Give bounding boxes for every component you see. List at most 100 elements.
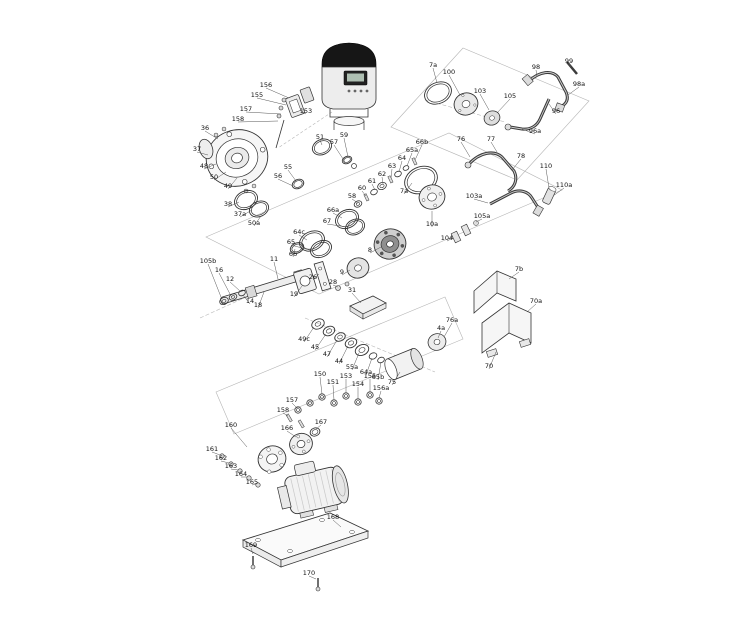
- leader-line: [196, 151, 209, 156]
- leader-line: [282, 412, 289, 417]
- leader-line: [521, 128, 536, 135]
- part-number-label: 160: [225, 421, 237, 429]
- part-number-label: 58: [348, 192, 356, 200]
- leader-line: [351, 198, 359, 204]
- part-number-label: 49: [224, 182, 232, 190]
- part-number-label: 165: [246, 478, 258, 486]
- part-number-label: 169: [245, 541, 257, 549]
- part-number-label: 4a: [437, 324, 445, 332]
- part-number-label: 167: [315, 418, 327, 426]
- leader-line: [371, 183, 376, 191]
- part-number-label: 57: [330, 138, 338, 146]
- seal-carrier-disc: [346, 257, 370, 279]
- o-ring: [311, 138, 333, 156]
- leader-line: [211, 451, 221, 456]
- ring: [322, 325, 336, 337]
- screw: [276, 113, 282, 119]
- part-number-label: 49c: [298, 335, 310, 343]
- part-number-label: 166: [281, 424, 293, 432]
- leader-line: [448, 74, 461, 96]
- screw: [281, 97, 287, 103]
- part-number-label: 156a: [373, 384, 389, 392]
- leader-line: [332, 212, 343, 219]
- leader-line: [265, 87, 290, 99]
- part-number-label: 50a: [248, 219, 260, 227]
- leader-line: [437, 330, 442, 339]
- flange-disc-small: [289, 432, 313, 456]
- part-number-label: 96: [552, 107, 560, 115]
- screw-row: [219, 453, 261, 488]
- part-number-label: 11: [270, 255, 278, 263]
- washer: [351, 163, 357, 169]
- pipe-fitting: [464, 161, 472, 169]
- fastener-row: [285, 391, 383, 429]
- leader-line: [314, 333, 327, 351]
- motor-flange: [277, 485, 292, 510]
- bracket-foot: [485, 348, 499, 358]
- part-number-label: 66: [289, 250, 297, 258]
- part-number-label: 157: [240, 105, 252, 113]
- part-number-label: 7b: [515, 265, 523, 273]
- part-number-label: 37: [193, 145, 201, 153]
- part-number-label: 164: [235, 470, 247, 478]
- leader-line: [227, 201, 240, 208]
- part-number-label: 157: [286, 396, 298, 404]
- part-number-label: 64a: [360, 368, 372, 376]
- pipe-fitting: [504, 123, 512, 131]
- leader-line: [545, 168, 550, 189]
- leader-line: [567, 86, 580, 96]
- part-number-label: 158: [277, 406, 289, 414]
- part-number-label: 99: [565, 57, 573, 65]
- part-number-label: 19: [290, 290, 298, 298]
- screw: [251, 183, 257, 189]
- part-number-label: 51: [316, 133, 324, 141]
- leader-line: [548, 103, 557, 115]
- pipe-top-right: [504, 61, 578, 131]
- leader-line: [332, 519, 342, 528]
- leader-line: [338, 345, 349, 365]
- motor: [277, 460, 349, 519]
- leader-line: [351, 292, 362, 304]
- leader-line: [377, 361, 382, 381]
- part-number-label: 63: [388, 162, 396, 170]
- leader-line: [293, 285, 303, 298]
- part-number-label: 14: [246, 297, 254, 305]
- leader-line: [508, 271, 520, 280]
- ring: [354, 343, 370, 357]
- leader-line: [245, 111, 282, 115]
- retaining-ring: [309, 427, 321, 437]
- o-ring: [291, 178, 305, 190]
- leader-line: [298, 234, 308, 241]
- part-number-label: 47: [323, 350, 331, 358]
- leader-line: [351, 352, 360, 371]
- button-dot: [347, 89, 351, 93]
- part-number-label: 76a: [446, 316, 458, 324]
- leader-line: [369, 246, 382, 254]
- part-number-label: 70a: [530, 297, 542, 305]
- part-number-label: 7a: [400, 187, 408, 195]
- washer: [377, 181, 387, 191]
- leader-line: [443, 322, 453, 338]
- button-dot: [359, 89, 363, 93]
- pipe-right: [464, 151, 544, 217]
- leader-line: [391, 371, 401, 386]
- bearing-disc: [453, 92, 479, 116]
- part-number-label: 98: [532, 63, 540, 71]
- part-number-label: 62: [378, 170, 386, 178]
- leader-line: [378, 390, 382, 399]
- part-number-label: 55a: [346, 363, 358, 371]
- button-dot: [353, 89, 357, 93]
- part-number-label: 55: [284, 163, 292, 171]
- motor-foot: [299, 509, 314, 519]
- leader-line: [213, 171, 227, 181]
- part-number-label: 9: [340, 268, 344, 276]
- leader-line: [220, 460, 230, 464]
- button-dot: [365, 89, 369, 93]
- part-number-label: 38: [224, 200, 232, 208]
- part-number-label: 163: [225, 462, 237, 470]
- leader-line: [287, 169, 297, 182]
- pipe-stub: [566, 61, 578, 75]
- leader-line: [496, 98, 511, 114]
- screw: [213, 132, 219, 138]
- leader-line: [227, 177, 238, 190]
